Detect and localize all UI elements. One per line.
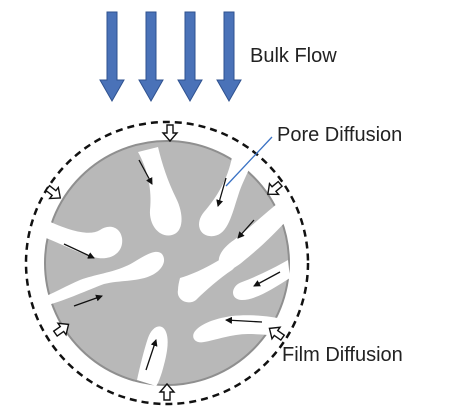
pore-channel [46, 251, 165, 305]
pore-channel [199, 157, 252, 237]
pore-channel [193, 315, 290, 343]
pore-channels [46, 147, 290, 386]
down-arrow-icon [138, 11, 164, 103]
bulk-flow-arrows [99, 11, 242, 103]
hollow-arrow-icon [268, 326, 286, 342]
small-arrow-icon [145, 339, 158, 371]
bulk-flow-label: Bulk Flow [250, 45, 337, 67]
pore-channel [177, 255, 237, 303]
pore-channel [46, 220, 123, 259]
pore-channel [218, 200, 287, 270]
film-boundary [24, 120, 310, 406]
hollow-arrow-icon [161, 124, 179, 143]
pore-channel [233, 260, 290, 300]
pore-diffusion-label: Pore Diffusion [277, 124, 403, 146]
hollow-arrow-icon [267, 180, 284, 196]
small-arrow-icon [73, 294, 103, 307]
small-arrow-icon [237, 219, 255, 239]
hollow-arrow-icon [44, 184, 62, 200]
pore-channel [137, 326, 168, 386]
hollow-arrow-icon [158, 382, 176, 401]
small-arrow-icon [138, 159, 153, 185]
small-arrow-icon [63, 243, 95, 259]
film-diffusion-label: Film Diffusion [282, 344, 403, 366]
small-arrow-icon [216, 177, 227, 207]
pore-channel [138, 147, 182, 236]
hollow-arrow-icon [52, 322, 70, 338]
pore-diffusion-leader-line [225, 136, 273, 187]
pore-diffusion-arrows [63, 159, 281, 371]
small-arrow-icon [225, 316, 263, 324]
small-arrow-icon [253, 271, 281, 287]
film-diffusion-arrows [44, 124, 286, 401]
down-arrow-icon [99, 11, 125, 103]
down-arrow-icon [177, 11, 203, 103]
down-arrow-icon [216, 11, 242, 103]
